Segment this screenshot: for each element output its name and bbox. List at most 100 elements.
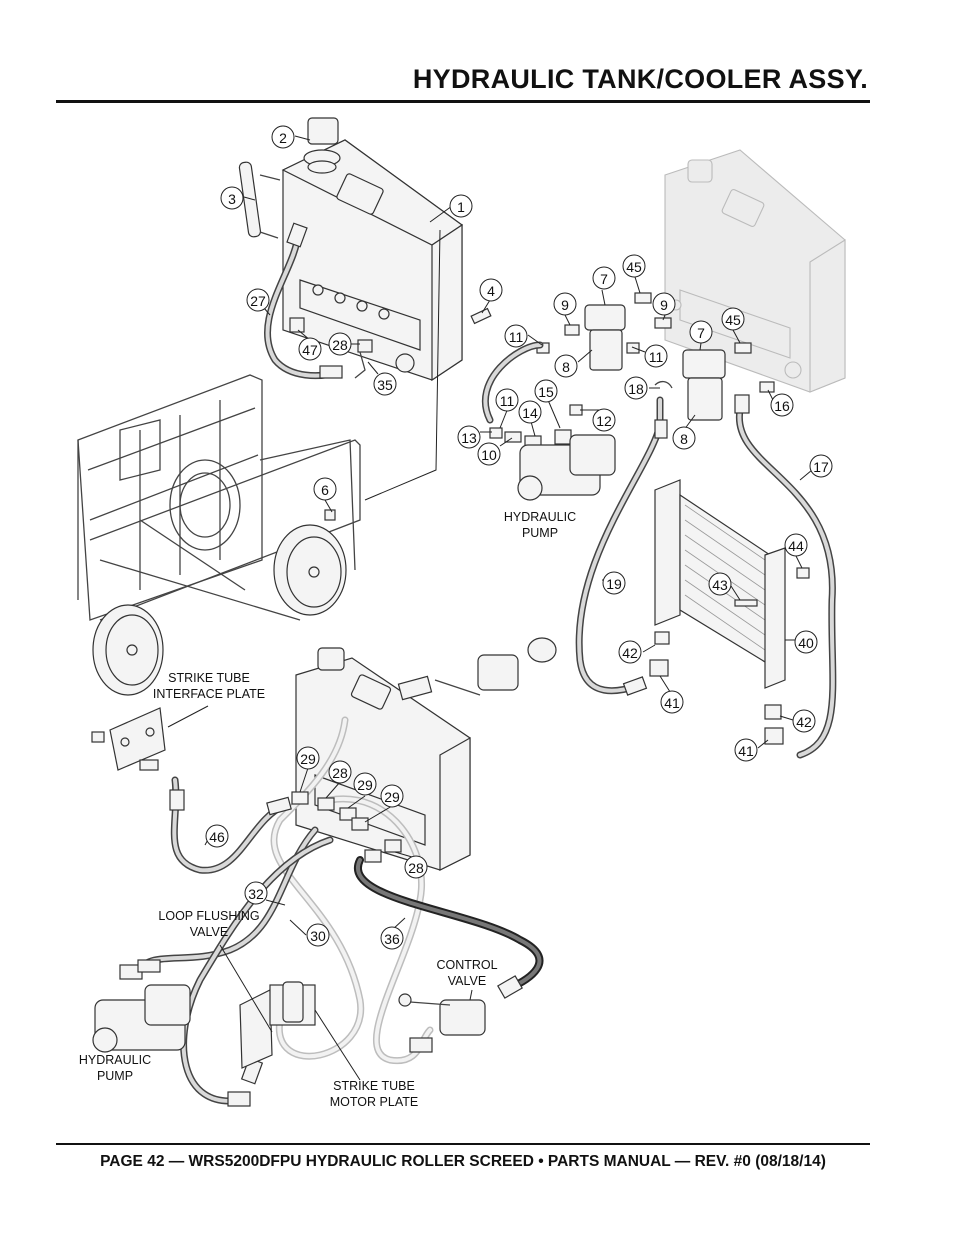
callout-number: 6 — [321, 482, 329, 498]
callout-11: 11 — [644, 344, 668, 368]
callout-40: 40 — [794, 630, 818, 654]
label-strike-tube-interface-plate-2: INTERFACE PLATE — [153, 687, 265, 701]
callout-6: 6 — [313, 477, 337, 501]
callout-42: 42 — [792, 709, 816, 733]
callout-41: 41 — [660, 690, 684, 714]
callout-number: 42 — [796, 714, 812, 730]
callout-number: 27 — [250, 293, 266, 309]
sight-gauge — [238, 161, 281, 239]
callout-29: 29 — [380, 784, 404, 808]
callout-8: 8 — [672, 426, 696, 450]
callout-number: 9 — [660, 297, 668, 313]
callout-number: 28 — [408, 860, 424, 876]
callout-42: 42 — [618, 640, 642, 664]
footer-rule — [56, 1143, 870, 1145]
callout-41: 41 — [734, 738, 758, 762]
wheel-front-right — [273, 524, 347, 616]
callout-43: 43 — [708, 572, 732, 596]
callout-16: 16 — [770, 393, 794, 417]
filter-assembly-b — [682, 349, 726, 421]
callout-number: 9 — [561, 297, 569, 313]
callout-7: 7 — [689, 320, 713, 344]
callout-leaders — [204, 135, 813, 936]
callout-8: 8 — [554, 354, 578, 378]
label-hydraulic-pump-top-1: HYDRAULIC — [504, 510, 576, 524]
callout-number: 11 — [649, 349, 664, 365]
callout-12: 12 — [592, 408, 616, 432]
callout-number: 29 — [300, 751, 316, 767]
callout-11: 11 — [495, 388, 519, 412]
callout-number: 47 — [302, 342, 318, 358]
label-strike-tube-motor-plate-1: STRIKE TUBE — [333, 1079, 415, 1093]
callout-11: 11 — [504, 324, 528, 348]
callout-35: 35 — [373, 372, 397, 396]
callout-13: 13 — [457, 425, 481, 449]
callout-15: 15 — [534, 379, 558, 403]
callout-number: 11 — [509, 329, 524, 345]
callout-number: 7 — [600, 271, 608, 287]
callout-number: 41 — [664, 695, 680, 711]
callout-number: 40 — [798, 635, 814, 651]
callout-45: 45 — [721, 307, 745, 331]
callout-number: 18 — [628, 381, 644, 397]
callout-29: 29 — [296, 746, 320, 770]
callout-number: 12 — [596, 413, 612, 429]
callout-number: 11 — [500, 393, 515, 409]
label-strike-tube-interface-plate-1: STRIKE TUBE — [168, 671, 250, 685]
callout-30: 30 — [306, 923, 330, 947]
callout-number: 15 — [538, 384, 554, 400]
page-title: HYDRAULIC TANK/COOLER ASSY. — [412, 64, 868, 94]
callout-number: 3 — [228, 191, 236, 207]
callout-27: 27 — [246, 288, 270, 312]
callout-28: 28 — [404, 855, 428, 879]
callout-2: 2 — [271, 125, 295, 149]
hydraulic-tank — [281, 139, 464, 382]
callout-17: 17 — [809, 454, 833, 478]
callout-9: 9 — [553, 292, 577, 316]
callout-number: 29 — [384, 789, 400, 805]
label-hydraulic-pump-bottom-2: PUMP — [97, 1069, 133, 1083]
callout-number: 7 — [697, 325, 705, 341]
hydraulic-tank-bottom — [295, 647, 471, 871]
callout-1: 1 — [449, 194, 473, 218]
callout-7: 7 — [592, 266, 616, 290]
label-loop-flushing-valve-2: VALVE — [190, 925, 228, 939]
callout-number: 2 — [279, 130, 287, 146]
callout-number: 44 — [788, 538, 804, 554]
callout-4: 4 — [479, 278, 503, 302]
filter-assembly-a — [584, 304, 626, 371]
callout-number: 14 — [522, 405, 538, 421]
callout-28: 28 — [328, 332, 352, 356]
loop-flushing-valve — [239, 981, 316, 1069]
page-footer: PAGE 42 — WRS5200DFPU HYDRAULIC ROLLER S… — [100, 1153, 826, 1170]
callout-number: 28 — [332, 337, 348, 353]
callout-36: 36 — [380, 926, 404, 950]
callout-number: 10 — [481, 447, 497, 463]
callout-number: 4 — [487, 283, 495, 299]
label-control-valve-1: CONTROL — [436, 958, 497, 972]
label-control-valve-2: VALVE — [448, 974, 486, 988]
label-hydraulic-pump-top-2: PUMP — [522, 526, 558, 540]
wheel-front-left — [92, 604, 164, 696]
control-valve — [398, 993, 486, 1053]
callout-28: 28 — [328, 760, 352, 784]
callout-number: 36 — [384, 931, 400, 947]
callout-45: 45 — [622, 254, 646, 278]
callout-number: 1 — [457, 199, 465, 215]
callout-number: 28 — [332, 765, 348, 781]
callout-44: 44 — [784, 533, 808, 557]
callout-number: 45 — [626, 259, 642, 275]
callout-number: 32 — [248, 886, 264, 902]
callout-number: 46 — [209, 829, 225, 845]
label-hydraulic-pump-bottom-1: HYDRAULIC — [79, 1053, 151, 1067]
callout-3: 3 — [220, 186, 244, 210]
callout-number: 35 — [377, 377, 393, 393]
callout-14: 14 — [518, 400, 542, 424]
callout-18: 18 — [624, 376, 648, 400]
callout-32: 32 — [244, 881, 268, 905]
header-rule — [56, 100, 870, 103]
callout-number: 43 — [712, 577, 728, 593]
callout-46: 46 — [205, 824, 229, 848]
